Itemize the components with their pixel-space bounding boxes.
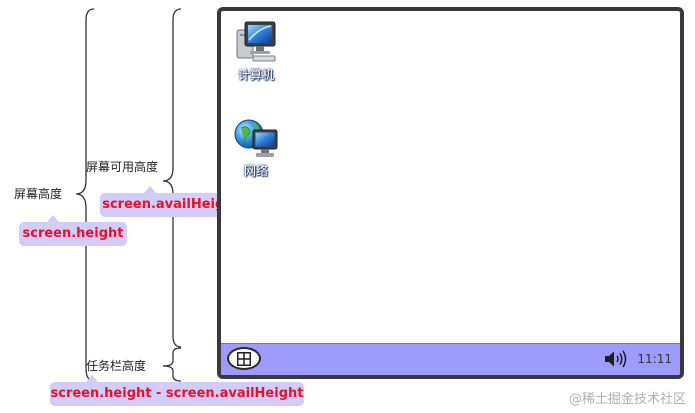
avail-height-brace	[162, 8, 182, 348]
speaker-icon[interactable]	[604, 350, 628, 368]
start-grid-icon	[237, 352, 251, 366]
taskbar: 11:11	[221, 343, 680, 375]
computer-icon	[236, 21, 276, 62]
taskbar-height-label: 任务栏高度	[86, 359, 147, 373]
avail-height-label: 屏幕可用高度	[86, 160, 159, 174]
taskbar-height-brace	[162, 347, 182, 382]
taskbar-height-tag: screen.height - screen.availHeight	[50, 375, 304, 406]
network-icon	[234, 119, 278, 157]
desktop-icon-label: 计算机	[237, 68, 274, 82]
desktop-icon-label: 网络	[243, 164, 268, 178]
watermark: @稀土掘金技术社区	[568, 392, 686, 407]
screen-frame: 计算机 网络	[217, 7, 684, 379]
screen-height-tag: screen.height	[19, 215, 127, 246]
screen-height-brace	[75, 8, 95, 382]
taskbar-clock[interactable]: 11:11	[637, 352, 672, 366]
screen-height-label: 屏幕高度	[14, 187, 63, 201]
brace-lines	[75, 8, 182, 382]
desktop-icon-computer[interactable]: 计算机	[226, 20, 286, 83]
start-button[interactable]	[227, 347, 261, 370]
desktop-icon-network[interactable]: 网络	[226, 116, 286, 179]
